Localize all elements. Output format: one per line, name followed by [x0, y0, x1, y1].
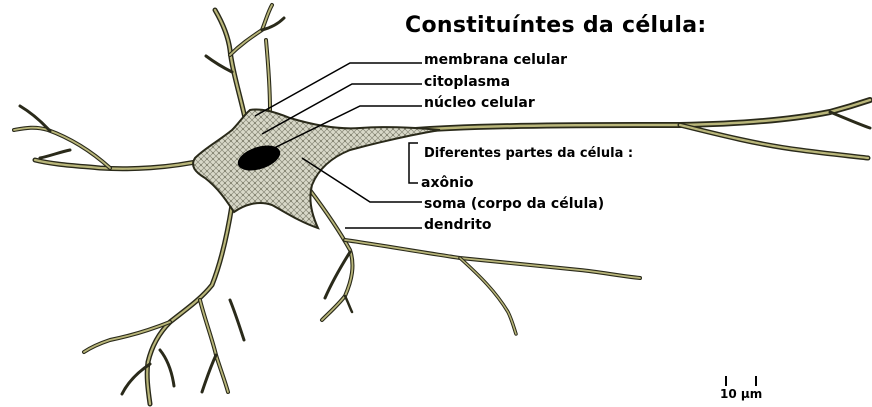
parts-bracket	[409, 143, 418, 183]
leader-membrana	[255, 63, 422, 116]
label-soma: soma (corpo da célula)	[424, 197, 604, 211]
diagram-title: Constituíntes da célula:	[405, 15, 706, 37]
label-partes: Diferentes partes da célula :	[424, 147, 633, 160]
scale-label: 10 μm	[720, 388, 762, 400]
label-membrana: membrana celular	[424, 53, 567, 67]
label-axonio: axônio	[421, 176, 473, 190]
label-citoplasma: citoplasma	[424, 75, 510, 89]
scale-bar	[726, 376, 756, 386]
label-dendrito: dendrito	[424, 218, 492, 232]
label-nucleo: núcleo celular	[424, 96, 535, 110]
